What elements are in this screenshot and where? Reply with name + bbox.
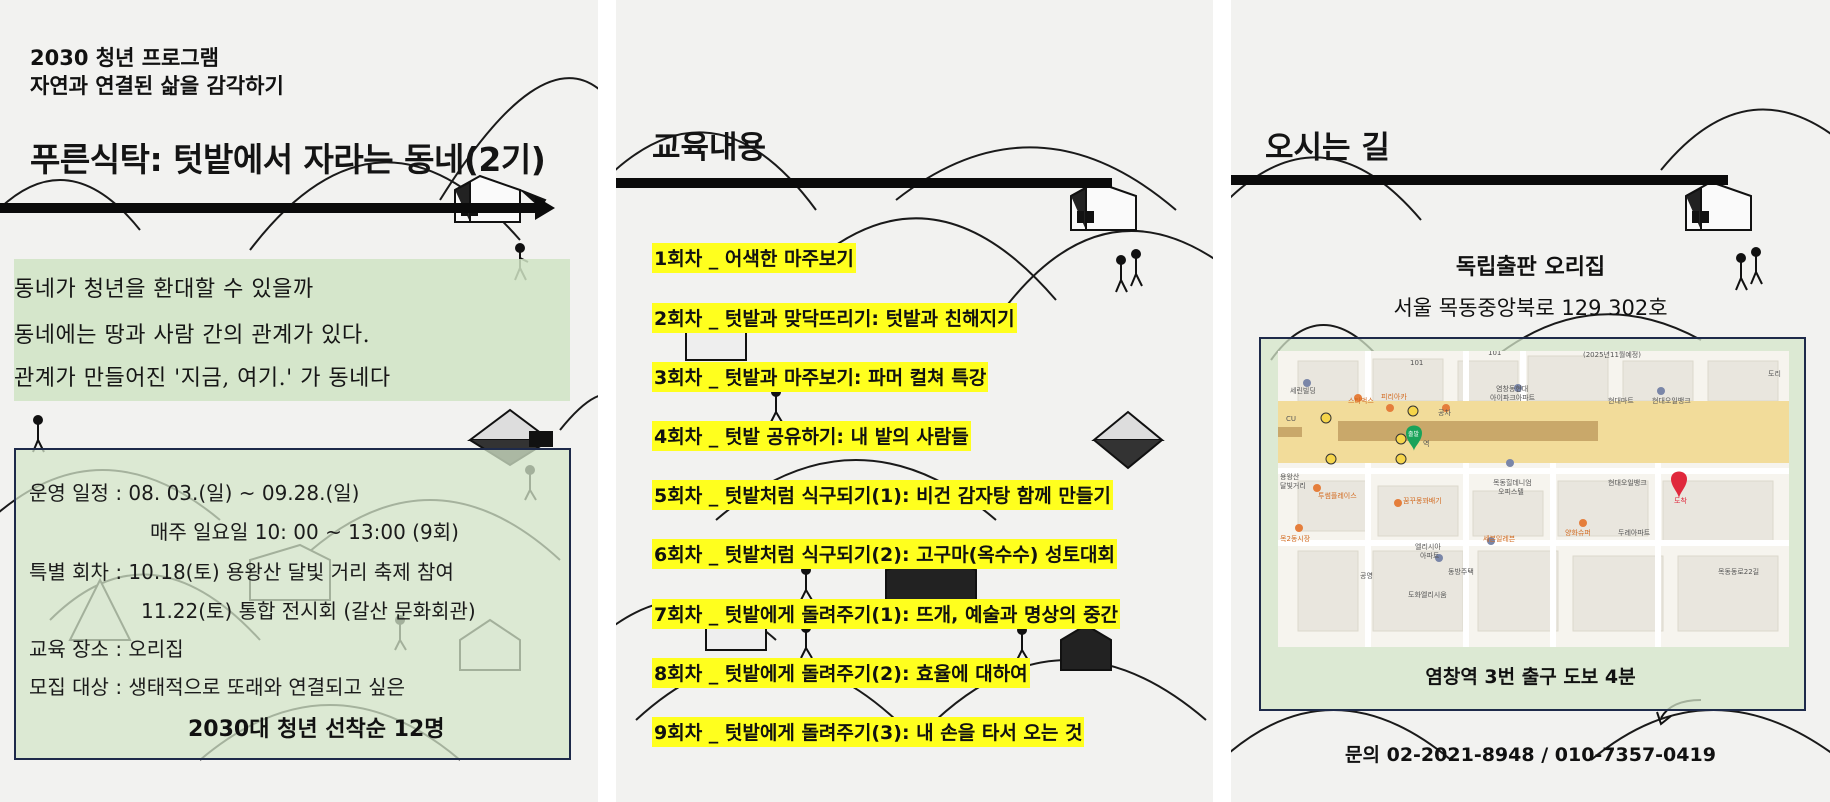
map-label: 출발 xyxy=(1408,430,1420,438)
program-theme: 자연과 연결된 삶을 감각하기 xyxy=(30,74,284,98)
place-name: 독립출판 오리집 xyxy=(1455,255,1606,280)
location-map[interactable]: 101 101 (2025년11월예정) 도리 세린빌딩 스타벅스 피리아카 염… xyxy=(1278,351,1789,647)
place-address: 서울 목동중앙북로 129 302호 xyxy=(1393,296,1668,320)
map-caption: 염창역 3번 출구 도보 4분 xyxy=(1425,666,1636,688)
map-label: 엘리시아 xyxy=(1415,542,1441,551)
session-item: 9회차 _ 텃밭에게 돌려주기(3): 내 손을 타서 오는 것 xyxy=(652,717,1085,747)
map-label: 101 xyxy=(1488,351,1501,357)
map-label: 아파트 xyxy=(1420,551,1440,560)
map-label: 도화엘리시움 xyxy=(1408,590,1447,599)
map-label: 투썸플레이스 xyxy=(1318,491,1357,500)
intro-note-line: 동네에는 땅과 사람 간의 관계가 있다. xyxy=(14,323,371,348)
contact-info: 문의 02-2021-8948 / 010-7357-0419 xyxy=(1345,744,1716,766)
poster-panel-curriculum: 교육내용 1회차 _ 어색한 마주보기 2회차 _ 텃밭과 맞닥뜨리기: 텃밭과… xyxy=(616,0,1213,802)
map-label: 목2동시장 xyxy=(1280,534,1311,543)
map-label: 용왕산 xyxy=(1280,472,1300,481)
house-icon xyxy=(1070,180,1137,231)
house-icon xyxy=(454,174,547,223)
directions-heading: 오시는 길 xyxy=(1265,130,1390,166)
map-pin-icon xyxy=(1406,425,1422,451)
map-label: 목동힐데니엄 xyxy=(1493,478,1532,487)
house-icon xyxy=(1685,180,1752,231)
intro-note-line: 관계가 만들어진 '지금, 여기.' 가 동네다 xyxy=(14,366,391,391)
map-pin-icon xyxy=(1671,471,1687,499)
map-label: 101 xyxy=(1410,359,1423,367)
map-label: 역 xyxy=(1423,439,1429,448)
map-label: 아이파크아파트 xyxy=(1490,393,1536,402)
map-label: 오피스텔 xyxy=(1498,487,1524,496)
map-label: 스타벅스 xyxy=(1348,396,1374,405)
poster-panel-directions: 오시는 길 독립출판 오리집 서울 목동중앙북로 129 302호 xyxy=(1231,0,1830,802)
map-label: 달빛거리 xyxy=(1280,481,1306,490)
session-item: 8회차 _ 텃밭에게 돌려주기(2): 효율에 대하여 xyxy=(652,658,1030,688)
map-label: 동방주택 xyxy=(1448,567,1474,576)
map-label: 세린빌딩 xyxy=(1290,386,1316,395)
map-label: 공영 xyxy=(1360,571,1373,580)
special-session-text: 11.22(토) 통합 전시회 (갈산 문화회관) xyxy=(141,599,476,623)
session-item: 1회차 _ 어색한 마주보기 xyxy=(652,243,856,273)
intro-note-line: 동네가 청년을 환대할 수 있을까 xyxy=(14,277,314,302)
map-label: 공차 xyxy=(1438,408,1451,417)
house-icon xyxy=(1091,410,1165,470)
map-label: (2025년11월예정) xyxy=(1583,351,1641,359)
special-session-text: 특별 회차 : 10.18(토) 용왕산 달빛 거리 축제 참여 xyxy=(29,560,454,584)
page-title: 푸른식탁: 텃밭에서 자라는 동네(2기) xyxy=(30,140,546,179)
schedule-text: 운영 일정 : 08. 03.(일) ~ 09.28.(일) xyxy=(29,481,360,505)
title-underline xyxy=(0,203,545,213)
schedule-weekly-text: 매주 일요일 10: 00 ~ 13:00 (9회) xyxy=(150,520,459,544)
session-item: 7회차 _ 텃밭에게 돌려주기(1): 뜨개, 예술과 명상의 중간 xyxy=(652,599,1121,629)
map-label: CU xyxy=(1286,415,1296,423)
program-label: 2030 청년 프로그램 xyxy=(30,46,219,70)
heading-underline xyxy=(616,178,1112,188)
session-item: 2회차 _ 텃밭과 맞닥뜨리기: 텃밭과 친해지기 xyxy=(652,303,1017,333)
map-graphic: 101 101 (2025년11월예정) 도리 세린빌딩 스타벅스 피리아카 염… xyxy=(1278,351,1789,647)
map-label: 목동동로22길 xyxy=(1718,568,1759,576)
map-label: 피리아카 xyxy=(1381,392,1407,401)
map-label: 도리 xyxy=(1768,369,1781,378)
map-label: 염창동현대 xyxy=(1496,385,1528,393)
capacity-text: 2030대 청년 선착순 12명 xyxy=(188,717,445,742)
program-info-box xyxy=(14,448,571,760)
session-item: 6회차 _ 텃밭처럼 식구되기(2): 고구마(옥수수) 성토대회 xyxy=(652,539,1117,569)
map-label: 현대마트 xyxy=(1608,396,1634,405)
session-item: 3회차 _ 텃밭과 마주보기: 파머 컬쳐 특강 xyxy=(652,362,989,392)
heading-underline xyxy=(1231,175,1728,185)
venue-text: 교육 장소 : 오리집 xyxy=(29,637,184,661)
map-label: 꿈꾸몽꽈배기 xyxy=(1403,496,1442,505)
curriculum-heading: 교육내용 xyxy=(652,130,767,166)
map-label: 현대오일뱅크 xyxy=(1652,396,1691,405)
poster-panel-intro: 2030 청년 프로그램 자연과 연결된 삶을 감각하기 푸른식탁: 텃밭에서 … xyxy=(0,0,598,802)
target-text: 모집 대상 : 생태적으로 또래와 연결되고 싶은 xyxy=(29,675,406,699)
session-item: 5회차 _ 텃밭처럼 식구되기(1): 비건 감자탕 함께 만들기 xyxy=(652,480,1113,510)
map-label: 양화슈퍼 xyxy=(1565,528,1591,537)
map-label: 도착 xyxy=(1674,497,1687,505)
intro-note-box xyxy=(14,259,570,401)
map-label: 세븐일레븐 xyxy=(1483,534,1516,543)
map-label: 두레아파트 xyxy=(1618,528,1651,537)
map-label: 현대오일뱅크 xyxy=(1608,478,1647,487)
session-item: 4회차 _ 텃밭 공유하기: 내 밭의 사람들 xyxy=(652,421,971,451)
